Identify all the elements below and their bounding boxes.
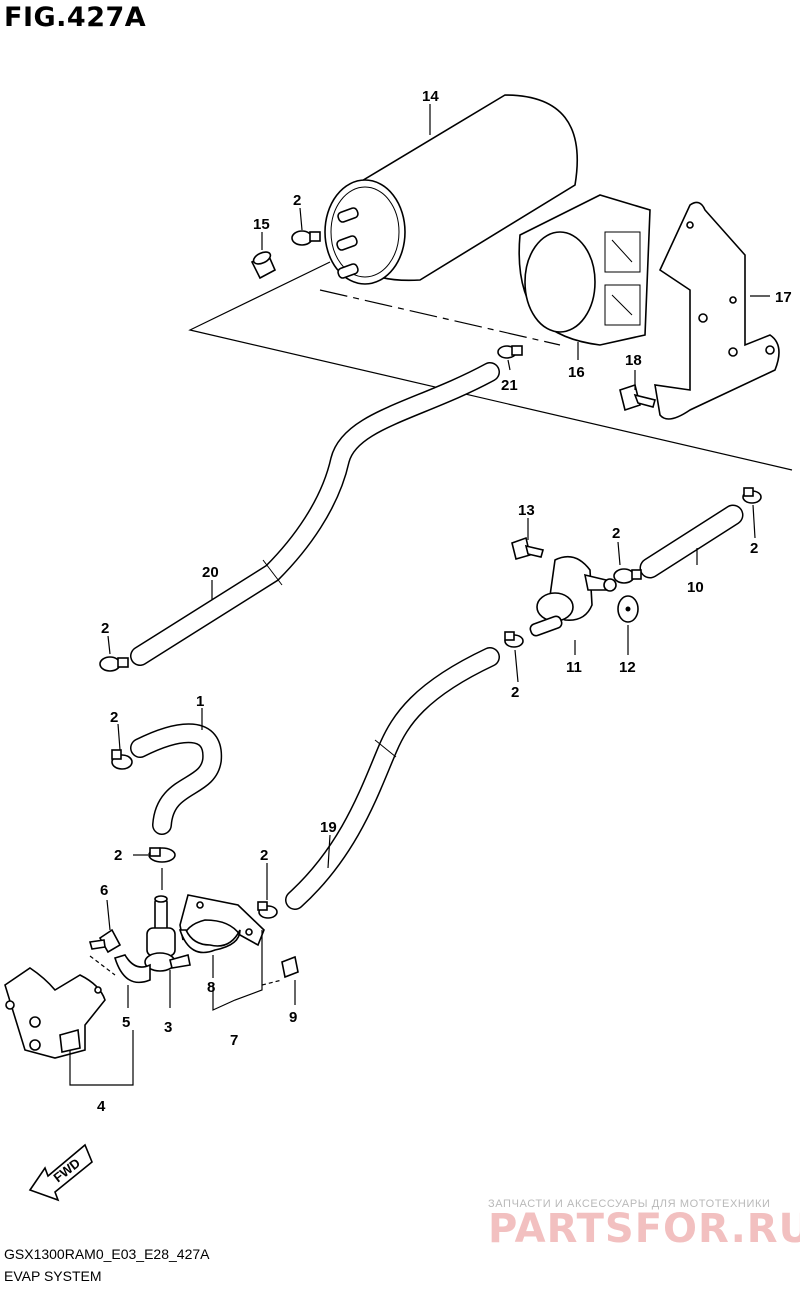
callout-2: 2 <box>110 709 118 726</box>
fwd-arrow-icon: FWD <box>28 1143 93 1202</box>
clamp[interactable] <box>148 847 176 863</box>
cap[interactable] <box>250 250 277 280</box>
callout-8: 8 <box>207 979 215 996</box>
diagram-code: GSX1300RAM0_E03_E28_427A <box>4 1246 210 1262</box>
callout-14: 14 <box>422 88 439 105</box>
clamp[interactable] <box>111 749 133 770</box>
callout-1: 1 <box>196 693 204 710</box>
callout-10: 10 <box>687 579 704 596</box>
callout-9: 9 <box>289 1009 297 1026</box>
callout-12: 12 <box>619 659 636 676</box>
callout-4: 4 <box>97 1098 106 1115</box>
diagram-caption: EVAP SYSTEM <box>4 1268 102 1284</box>
callout-16: 16 <box>568 364 585 381</box>
callout-2: 2 <box>511 684 519 701</box>
canister-holder[interactable] <box>518 194 651 346</box>
callout-19: 19 <box>320 819 337 836</box>
canister-bracket[interactable] <box>654 201 780 420</box>
callout-11: 11 <box>566 659 582 676</box>
hose[interactable] <box>639 504 744 579</box>
callout-2: 2 <box>101 620 109 637</box>
callout-2: 2 <box>260 847 268 864</box>
callout-20: 20 <box>202 564 219 581</box>
callout-2: 2 <box>293 192 301 209</box>
callout-15: 15 <box>253 216 270 233</box>
clamp[interactable] <box>742 487 762 504</box>
hose[interactable] <box>285 647 500 910</box>
callout-18: 18 <box>625 352 642 369</box>
callout-2: 2 <box>750 540 758 557</box>
watermark-logo: PARTSFOR.RU <box>488 1206 800 1252</box>
hose[interactable] <box>130 362 500 666</box>
purge-valve[interactable] <box>529 555 617 637</box>
valve-band[interactable] <box>113 954 151 984</box>
bolt[interactable] <box>619 383 656 412</box>
bolt[interactable] <box>511 536 544 560</box>
callout-6: 6 <box>100 882 108 899</box>
hose[interactable] <box>130 723 223 835</box>
canister[interactable] <box>324 94 579 285</box>
hose-clamp-bracket[interactable] <box>178 894 265 954</box>
figure-title: FIG.427A <box>4 2 147 33</box>
clamp[interactable] <box>291 230 321 246</box>
clamp[interactable] <box>497 345 523 359</box>
clamp[interactable] <box>99 656 129 672</box>
bolt[interactable] <box>88 928 122 954</box>
callout-7: 7 <box>230 1032 238 1049</box>
bolt[interactable] <box>281 955 299 979</box>
washer[interactable] <box>617 595 639 623</box>
vacuum-valve[interactable] <box>144 895 191 972</box>
callout-13: 13 <box>518 502 535 519</box>
clamp[interactable] <box>257 901 278 919</box>
clamp[interactable] <box>504 631 524 648</box>
callout-2: 2 <box>114 847 122 864</box>
leader-lines <box>69 104 770 1086</box>
callout-2: 2 <box>612 525 620 542</box>
valve-bracket[interactable] <box>4 967 106 1059</box>
callout-17: 17 <box>775 289 792 306</box>
watermark-tagline: ЗАПЧАСТИ И АКСЕССУАРЫ ДЛЯ МОТОТЕХНИКИ <box>488 1198 771 1210</box>
callout-21: 21 <box>501 377 518 394</box>
clamp[interactable] <box>613 568 642 584</box>
leader-frame <box>188 261 793 471</box>
callout-5: 5 <box>122 1014 130 1031</box>
callout-3: 3 <box>164 1019 172 1036</box>
